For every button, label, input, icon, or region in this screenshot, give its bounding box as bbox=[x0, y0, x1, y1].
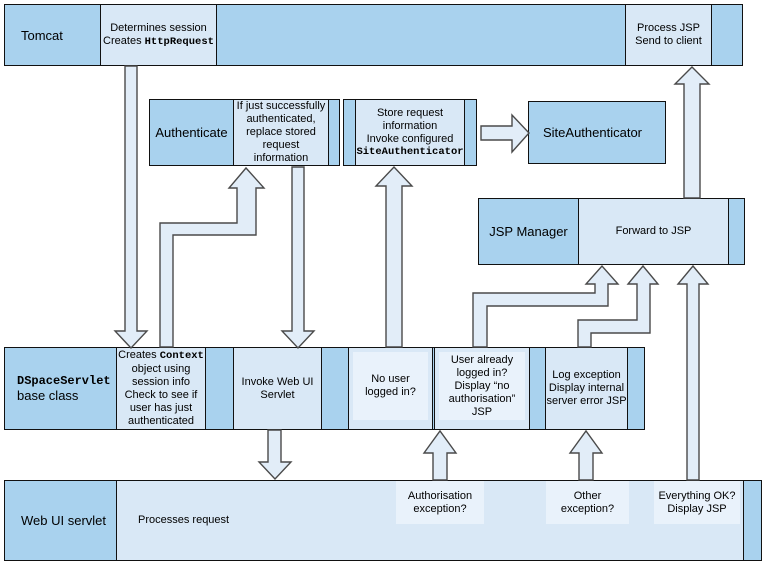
arrow-authexception-to-useralready bbox=[422, 429, 458, 481]
no-user-inner: No user logged in? bbox=[353, 352, 428, 420]
store-request-inner-box: Store request information Invoke configu… bbox=[355, 100, 465, 165]
dspace-servlet-label: DSpaceServlet base class bbox=[17, 374, 111, 403]
web-ui-servlet-bar: Web UI servlet Processes request Authori… bbox=[4, 480, 762, 561]
invoke-webui-note: Invoke Web UI Servlet bbox=[241, 375, 314, 401]
tomcat-label: Tomcat bbox=[21, 27, 63, 43]
creates-context-box: Creates Context object using session inf… bbox=[116, 348, 206, 429]
forward-to-jsp-note: Forward to JSP bbox=[615, 225, 692, 237]
forward-to-jsp-box: Forward to JSP bbox=[578, 199, 729, 264]
arrow-authenticate-to-dspace bbox=[280, 166, 316, 350]
log-exception-note: Log exception Display internal server er… bbox=[546, 369, 627, 407]
web-ui-servlet-label: Web UI servlet bbox=[21, 513, 107, 528]
user-already-inner: User already logged in? Display “no auth… bbox=[439, 352, 525, 420]
store-request-box: Store request information Invoke configu… bbox=[343, 99, 477, 166]
determines-session-box: Determines session Creates HttpRequest bbox=[100, 5, 217, 65]
arrow-dspace-to-authenticate bbox=[159, 166, 266, 348]
other-exception-box: Other exception? bbox=[546, 481, 629, 524]
arrow-invoke-to-webui bbox=[257, 429, 293, 481]
dspace-servlet-bar: DSpaceServlet base class Creates Context… bbox=[4, 347, 645, 430]
user-already-note: User already logged in? Display “no auth… bbox=[448, 353, 516, 418]
authenticate-label: Authenticate bbox=[155, 125, 228, 140]
site-authenticator-label: SiteAuthenticator bbox=[543, 125, 643, 140]
if-just-authenticated-note: If just successfully authenticated, repl… bbox=[236, 100, 326, 164]
log-exception-box: Log exception Display internal server er… bbox=[545, 348, 628, 429]
jsp-manager-bar: JSP Manager Forward to JSP bbox=[478, 198, 745, 265]
everything-ok-box: Everything OK? Display JSP bbox=[654, 481, 740, 524]
arrow-store-to-siteauthenticator bbox=[480, 113, 530, 154]
user-already-box: User already logged in? Display “no auth… bbox=[434, 348, 530, 429]
no-user-note: No user logged in? bbox=[365, 373, 416, 398]
if-just-authenticated-box: If just successfully authenticated, repl… bbox=[233, 100, 329, 165]
determines-session-note: Determines session Creates HttpRequest bbox=[103, 21, 214, 48]
site-authenticator-box: SiteAuthenticator bbox=[528, 101, 666, 164]
arrow-tomcat-to-dspace bbox=[113, 65, 149, 350]
arrow-logexception-to-jspmanager bbox=[577, 264, 660, 348]
authorisation-exception-box: Authorisation exception? bbox=[396, 481, 484, 524]
processes-request-note: Processes request bbox=[138, 514, 230, 526]
jsp-manager-label: JSP Manager bbox=[489, 224, 568, 239]
creates-context-note: Creates Context object using session inf… bbox=[118, 349, 204, 427]
arrow-everythingok-to-jspmanager bbox=[676, 264, 710, 481]
arrow-nouser-to-store-request bbox=[374, 165, 414, 348]
tomcat-bar: Tomcat Determines session Creates HttpRe… bbox=[4, 4, 743, 66]
authenticate-bar: Authenticate If just successfully authen… bbox=[149, 99, 340, 166]
invoke-webui-box: Invoke Web UI Servlet bbox=[233, 348, 322, 429]
authorisation-exception-label: Authorisation exception? bbox=[407, 489, 473, 515]
process-jsp-note: Process JSP Send to client bbox=[635, 22, 702, 47]
arrow-useralready-to-jspmanager bbox=[472, 264, 620, 348]
arrow-otherexception-to-logexception bbox=[568, 429, 604, 481]
other-exception-label: Other exception? bbox=[560, 489, 615, 515]
process-jsp-box: Process JSP Send to client bbox=[625, 5, 712, 65]
arrow-jspmanager-to-processjsp bbox=[673, 66, 711, 199]
no-user-box: No user logged in? bbox=[348, 348, 433, 429]
store-request-note: Store request information Invoke configu… bbox=[356, 106, 464, 158]
everything-ok-label: Everything OK? Display JSP bbox=[658, 489, 736, 515]
